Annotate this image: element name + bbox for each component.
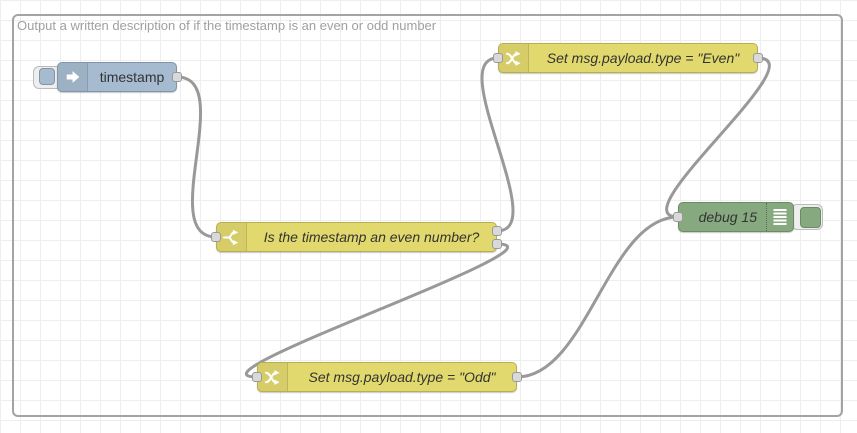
port-debug-input[interactable] [673,212,683,222]
debug-toggle-button[interactable] [800,207,821,228]
inject-button[interactable] [39,68,55,85]
node-label: Set msg.payload.type = "Odd" [308,369,496,385]
group-label: Output a written description of if the t… [17,18,437,33]
debug-list-icon [766,203,793,231]
inject-arrow-icon [58,63,88,91]
port-switch-input[interactable] [211,232,221,242]
node-change-even[interactable]: Set msg.payload.type = "Even" [498,43,758,73]
port-inject-output[interactable] [172,72,182,82]
node-label: debug 15 [698,209,757,225]
port-change-odd-output[interactable] [512,372,522,382]
port-change-even-input[interactable] [493,53,503,63]
change-shuffle-icon [499,44,529,72]
switch-fork-icon [217,223,247,251]
wire-change-even-to-debug[interactable] [665,56,771,219]
port-switch-output-1[interactable] [492,226,502,236]
wire-change-odd-to-debug[interactable] [515,215,680,379]
port-switch-output-2[interactable] [492,239,502,249]
node-label: timestamp [99,69,165,85]
node-change-odd[interactable]: Set msg.payload.type = "Odd" [257,362,517,392]
change-shuffle-icon [258,363,288,391]
group-border[interactable] [12,14,843,417]
port-change-even-output[interactable] [753,53,763,63]
node-switch[interactable]: Is the timestamp an even number? [216,222,497,252]
wire-switch-to-change-odd[interactable] [245,242,509,379]
wire-inject-to-switch[interactable] [175,75,218,239]
node-label: Set msg.payload.type = "Even" [546,50,740,66]
node-debug[interactable]: debug 15 [678,202,794,232]
port-change-odd-input[interactable] [252,372,262,382]
node-inject-timestamp[interactable]: timestamp [57,62,177,92]
wire-switch-to-change-even[interactable] [480,56,515,233]
node-label: Is the timestamp an even number? [263,229,480,245]
